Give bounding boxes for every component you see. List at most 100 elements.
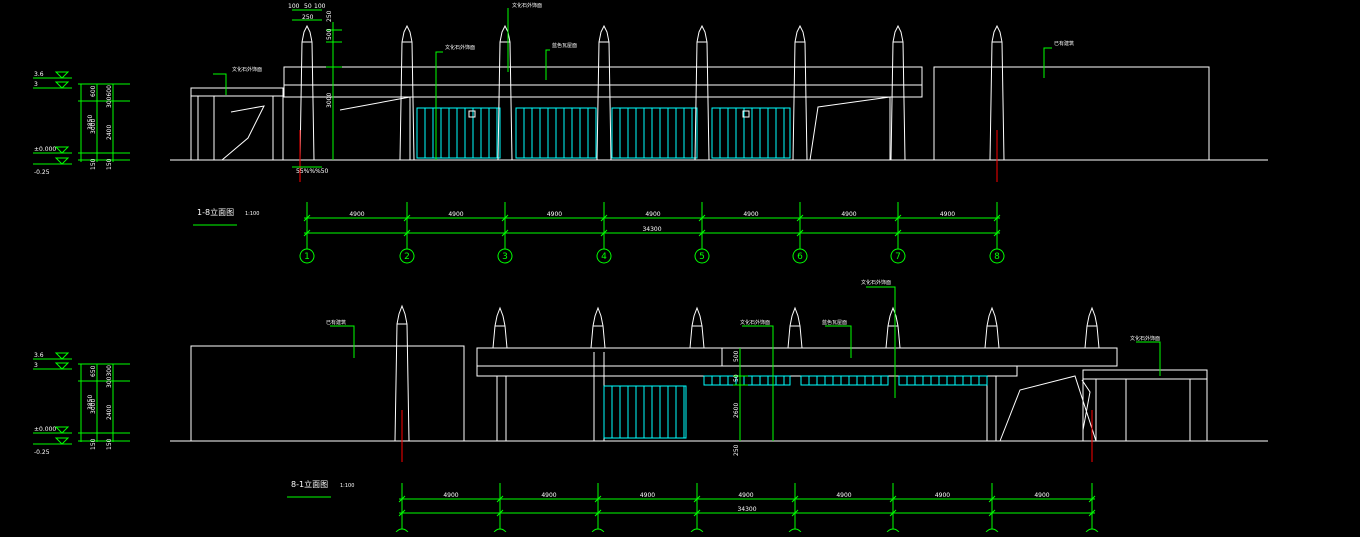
dim-tick <box>594 509 602 517</box>
vertical-dim: 3000 <box>90 119 97 134</box>
column-5 <box>689 306 705 349</box>
dim-tick <box>698 229 706 237</box>
level-label: 3.6 <box>34 71 44 78</box>
axis-bubble: 2 <box>399 242 415 264</box>
axis-circle <box>890 248 906 264</box>
roof-band <box>283 66 923 86</box>
dim-tick <box>796 229 804 237</box>
top-dim: 250 <box>302 14 314 21</box>
dim-tick <box>303 229 311 237</box>
level-label: 3 <box>34 362 38 369</box>
column-shaft <box>792 24 808 161</box>
level-label: -0.25 <box>34 169 50 176</box>
dim-span-value: 4900 <box>541 492 556 499</box>
vertical-dim: 650 <box>90 365 97 377</box>
dim-tick <box>894 214 902 222</box>
dim-tick <box>693 509 701 517</box>
glass-band <box>703 375 791 386</box>
window-marker <box>742 110 750 118</box>
column-1 <box>299 24 315 161</box>
level-label: -0.25 <box>34 449 50 456</box>
column-shaft <box>984 306 1000 349</box>
axis-bubble <box>590 522 606 537</box>
material-label: 文化石外饰面 <box>232 66 262 73</box>
columns <box>394 304 1100 462</box>
left-canopy-slope <box>221 105 265 161</box>
bottom-dim: 55%%%50 <box>296 168 329 175</box>
dim-span-value: 4900 <box>443 492 458 499</box>
axis-circle <box>792 248 808 264</box>
top-dim: 50 <box>304 3 312 10</box>
column-6 <box>590 306 606 349</box>
dim-tick <box>993 229 1001 237</box>
axis-bubble <box>394 522 410 537</box>
column-4 <box>596 24 612 161</box>
axis-bubble: 3 <box>497 242 513 264</box>
drawing-scale: 1:100 <box>340 483 354 489</box>
dim-span-value: 4900 <box>836 492 851 499</box>
dim-span-value: 4900 <box>1034 492 1049 499</box>
right-wall <box>809 96 891 161</box>
axis-bubble <box>787 522 803 537</box>
elevation-2-leaders <box>330 286 1161 441</box>
axis-number: 6 <box>797 252 803 262</box>
dim-tick <box>698 214 706 222</box>
right-canopy-slope <box>1081 379 1091 431</box>
existing-building <box>190 345 465 442</box>
glass-panel <box>711 107 791 159</box>
top-dim: 100 <box>314 3 326 10</box>
top-dim: 3000 <box>326 93 333 108</box>
dim-tick <box>303 214 311 222</box>
dim-tick <box>594 495 602 503</box>
dim-total-value: 34300 <box>642 226 661 233</box>
axis-circle <box>989 248 1005 264</box>
vertical-dim: 150 <box>106 438 113 450</box>
column-1 <box>1084 306 1100 349</box>
material-label: 文化石外饰面 <box>512 2 542 9</box>
dim-tick <box>501 229 509 237</box>
right-wall <box>999 375 1097 442</box>
vertical-dim: 150 <box>90 158 97 170</box>
axis-bubble <box>492 522 508 537</box>
column-shaft <box>689 306 705 349</box>
dim-total-value: 34300 <box>737 506 756 513</box>
dim-tick <box>1088 509 1096 517</box>
dim-tick <box>791 509 799 517</box>
vertical-dim: 300300 <box>106 365 113 388</box>
column-shaft <box>590 306 606 349</box>
elevation-2-levels <box>33 348 748 445</box>
axis-number: 2 <box>404 252 410 262</box>
dim-tick <box>894 229 902 237</box>
dim-span-value: 4900 <box>349 211 364 218</box>
axis-circle <box>596 248 612 264</box>
dim-span-value: 4900 <box>448 211 463 218</box>
column-6 <box>792 24 808 161</box>
columns <box>299 24 1005 182</box>
vertical-dim: 2400 <box>106 405 113 420</box>
column-2 <box>984 306 1000 349</box>
axis-number: 7 <box>895 252 901 262</box>
right-canopy <box>1082 369 1208 442</box>
dim-span-value: 4900 <box>640 492 655 499</box>
glass-panel <box>416 107 501 159</box>
axis-bubble: 1 <box>299 242 315 264</box>
dim-tick <box>398 509 406 517</box>
drawing-title: 8-1立面图 <box>291 479 328 489</box>
material-label: 蓝色瓦屋面 <box>822 319 847 326</box>
dim-tick <box>496 495 504 503</box>
dim-tick <box>403 214 411 222</box>
vertical-dim: 300600 <box>106 85 113 108</box>
glass-panels <box>416 107 791 159</box>
top-dim: 250 <box>326 10 333 22</box>
mid-dim: 250 <box>733 444 740 456</box>
axis-number: 4 <box>601 252 607 262</box>
axis-circle <box>497 248 513 264</box>
drawing-title: 1-8立面图 <box>197 207 234 217</box>
axis-bubble <box>984 522 1000 537</box>
axis-circle <box>694 248 710 264</box>
material-label: 文化石外饰面 <box>445 44 475 51</box>
